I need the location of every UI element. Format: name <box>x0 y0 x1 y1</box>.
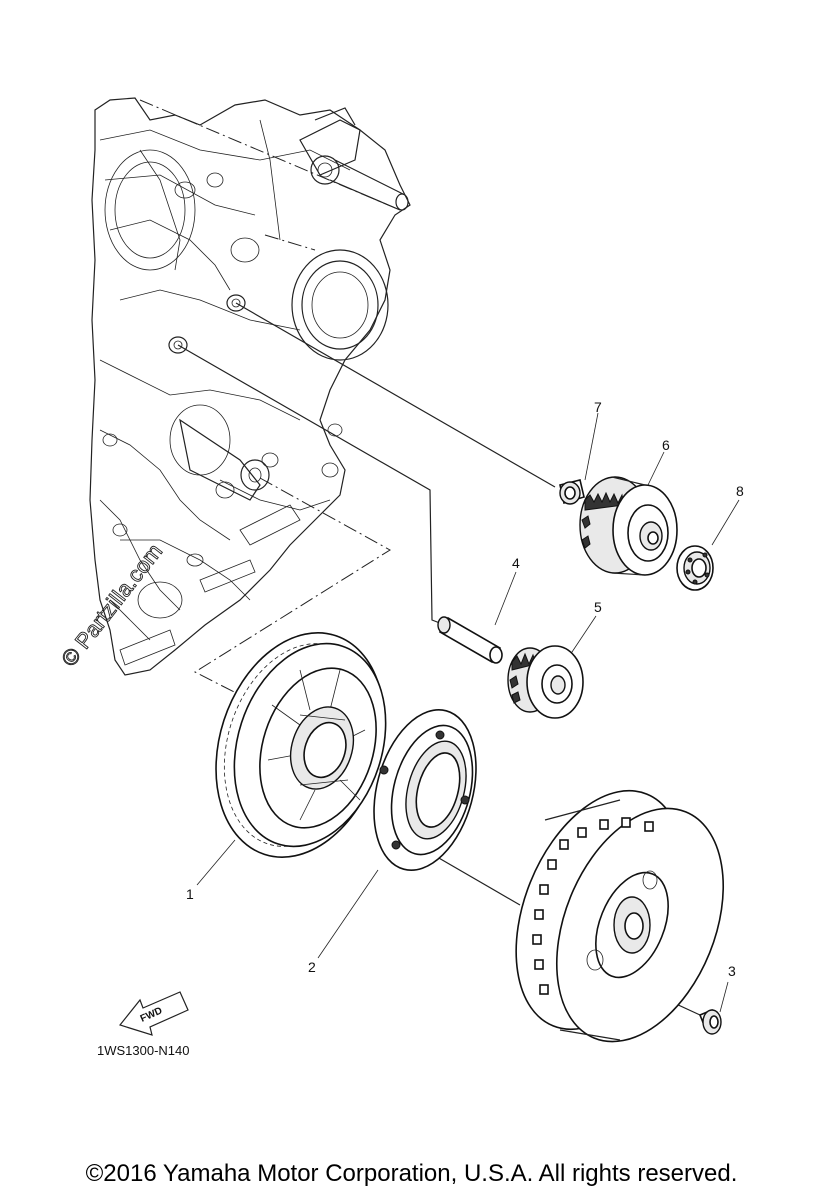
callout-3: 3 <box>728 963 736 979</box>
part-3-bolt <box>698 1008 722 1035</box>
callout-4: 4 <box>512 555 520 571</box>
engine-crankcase <box>89 97 411 676</box>
part-4-shaft <box>437 616 503 664</box>
part-2-one-way-clutch <box>373 709 477 871</box>
part-6-idle-gear <box>579 476 678 576</box>
copyright-notice: ©2016 Yamaha Motor Corporation, U.S.A. A… <box>85 1160 738 1187</box>
part-1-starter-wheel-gear <box>215 632 387 858</box>
callout-2: 2 <box>308 959 316 975</box>
flywheel-rotor <box>515 789 725 1043</box>
callout-6: 6 <box>662 437 670 453</box>
drawing-code: 1WS1300-N140 <box>97 1043 190 1058</box>
callout-1: 1 <box>186 886 194 902</box>
callout-5: 5 <box>594 599 602 615</box>
part-7-needle-bearing <box>559 479 585 505</box>
callout-7: 7 <box>594 399 602 415</box>
part-8-ball-bearing <box>676 545 714 591</box>
watermark-text: © Partzilla.com <box>56 539 167 671</box>
callout-8: 8 <box>736 483 744 499</box>
callout-labels: 1 2 3 4 5 6 7 8 <box>186 399 744 979</box>
fwd-arrow-icon: FWD <box>118 991 189 1036</box>
part-5-small-gear <box>507 645 584 719</box>
